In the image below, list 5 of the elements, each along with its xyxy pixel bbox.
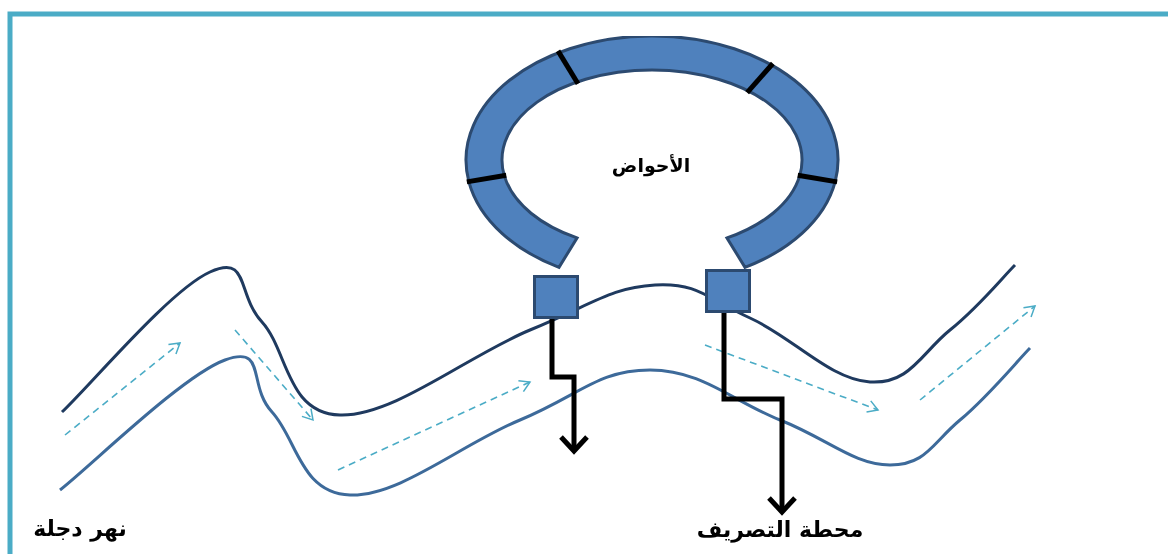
basin-label: الأحواض: [611, 154, 691, 176]
arrow: [721, 313, 798, 515]
arrow: [549, 319, 590, 454]
station-label: محطة التصريف: [696, 516, 864, 542]
river-label: نهر دجلة: [33, 515, 127, 541]
